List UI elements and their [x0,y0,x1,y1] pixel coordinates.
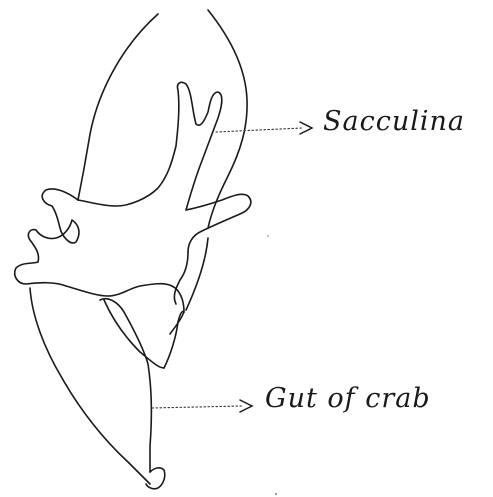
crab-gut [30,288,184,489]
gut-pointer [152,400,252,412]
sacculina-body [15,82,251,334]
paper-speck [267,235,269,237]
crab-body-outline [78,10,247,310]
gut-of-crab-label: Gut of crab [265,383,431,414]
sacculina-pointer [216,122,312,134]
sacculina-label: Sacculina [323,106,465,137]
paper-speck [275,493,277,495]
